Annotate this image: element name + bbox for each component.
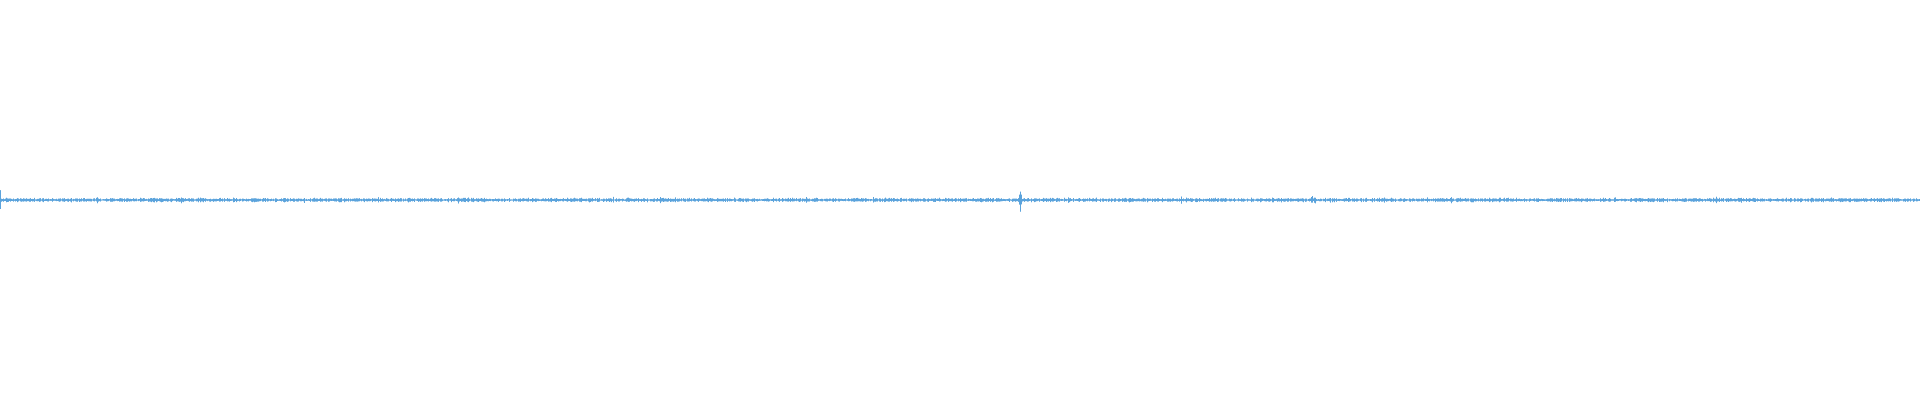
waveform-trace — [0, 190, 1920, 212]
